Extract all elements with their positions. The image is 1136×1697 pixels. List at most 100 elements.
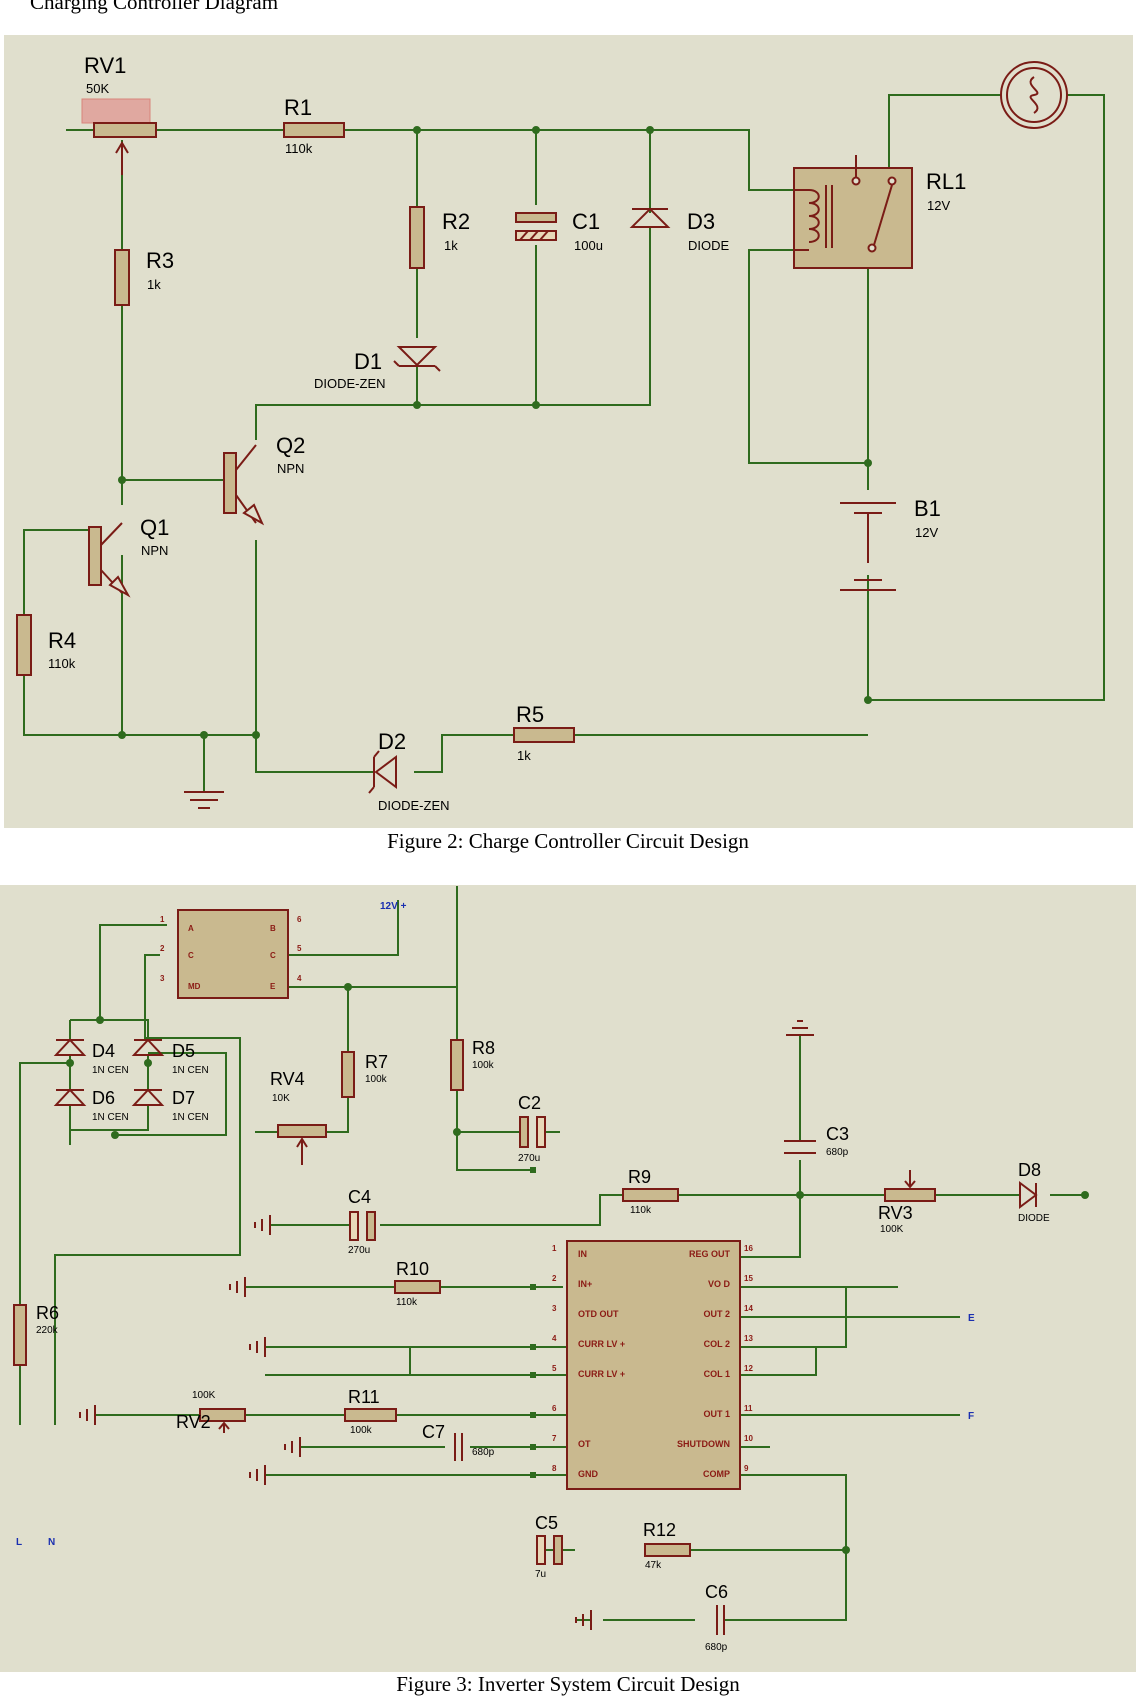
junctions xyxy=(66,983,1089,1554)
rl1-value: 12V xyxy=(927,198,950,213)
chip1-pin-b: B xyxy=(270,924,276,933)
chip1-pin-c1: C xyxy=(188,951,194,960)
c7-capacitor: C7 680p xyxy=(422,1422,495,1461)
c7-value: 680p xyxy=(472,1447,495,1458)
q2-transistor: Q2 NPN xyxy=(223,433,305,526)
inverter-schematic: A C MD B C E 1 2 3 6 5 4 12V + D4 1N CEN… xyxy=(0,885,1136,1672)
chip1-pin-num: 5 xyxy=(297,944,302,953)
r9-value: 110k xyxy=(630,1205,652,1216)
b1-value: 12V xyxy=(915,525,938,540)
r4-label: R4 xyxy=(48,628,76,653)
r5-resistor: R5 1k xyxy=(513,702,575,763)
c3-value: 680p xyxy=(826,1147,849,1158)
chip2-left-pin: GND xyxy=(578,1469,599,1479)
r6-value: 220k xyxy=(36,1325,59,1336)
d8-label: D8 xyxy=(1018,1160,1041,1180)
junctions xyxy=(118,126,872,739)
c5-value: 7u xyxy=(535,1569,546,1580)
r5-value: 1k xyxy=(517,748,531,763)
c6-value: 680p xyxy=(705,1642,728,1653)
r3-label: R3 xyxy=(146,248,174,273)
rv2-potentiometer: 100K RV2 xyxy=(176,1390,246,1433)
chip2-pin-num: 1 xyxy=(552,1244,557,1253)
rv4-label: RV4 xyxy=(270,1069,305,1089)
chip2-right-pin: COL 1 xyxy=(704,1369,730,1379)
c1-label: C1 xyxy=(572,209,600,234)
chip2-pin-num: 11 xyxy=(744,1404,753,1413)
c2-label: C2 xyxy=(518,1093,541,1113)
chip1-pin-num: 6 xyxy=(297,915,302,924)
d7-label: D7 xyxy=(172,1088,195,1108)
c2-capacitor: C2 270u xyxy=(518,1093,546,1164)
c7-label: C7 xyxy=(422,1422,445,1442)
terminal-l: L xyxy=(16,1537,22,1548)
rv3-label: RV3 xyxy=(878,1203,913,1223)
r2-resistor: R2 1k xyxy=(409,206,470,269)
chip2-right-pin: REG OUT xyxy=(689,1249,731,1259)
d2-zener-diode: D2 DIODE-ZEN xyxy=(368,729,450,813)
figure-2-caption: Figure 2: Charge Controller Circuit Desi… xyxy=(387,829,749,853)
chip1-pin-a: A xyxy=(188,924,194,933)
rv4-value: 10K xyxy=(272,1093,290,1104)
chip2-right-pin: COL 2 xyxy=(704,1339,730,1349)
r1-value: 110k xyxy=(285,141,313,156)
chip2-right-pin: SHUTDOWN xyxy=(677,1439,730,1449)
chip2-left-pin: OT xyxy=(578,1439,591,1449)
r11-value: 100k xyxy=(350,1425,373,1436)
chip2-pin-num: 15 xyxy=(744,1274,753,1283)
supply-label: 12V + xyxy=(380,901,407,912)
r2-value: 1k xyxy=(444,238,458,253)
b1-label: B1 xyxy=(914,496,941,521)
chip2-pin-num: 2 xyxy=(552,1274,557,1283)
rv1-value: 50K xyxy=(86,81,109,96)
r4-resistor: R4 110k xyxy=(16,614,76,676)
rv2-value: 100K xyxy=(192,1390,216,1401)
diode-bridge: D4 1N CEN D5 1N CEN D6 1N CEN D7 1N CEN xyxy=(53,1038,209,1123)
r5-label: R5 xyxy=(516,702,544,727)
d5-value: 1N CEN xyxy=(172,1065,209,1076)
wires xyxy=(19,886,1085,1621)
q1-label: Q1 xyxy=(140,515,169,540)
ground-symbol xyxy=(786,1020,814,1036)
r11-resistor: R11 100k xyxy=(344,1387,397,1436)
chip1-pin-md: MD xyxy=(188,982,201,991)
q1-value: NPN xyxy=(141,543,168,558)
q2-value: NPN xyxy=(277,461,304,476)
r10-value: 110k xyxy=(396,1297,418,1308)
chip1-pin-num: 2 xyxy=(160,944,165,953)
d3-value: DIODE xyxy=(688,238,730,253)
d2-label: D2 xyxy=(378,729,406,754)
r1-label: R1 xyxy=(284,95,312,120)
r1-resistor: R1 110k xyxy=(283,95,345,156)
d4-value: 1N CEN xyxy=(92,1065,129,1076)
d5-label: D5 xyxy=(172,1041,195,1061)
rv3-potentiometer: RV3 100K xyxy=(878,1170,936,1235)
chip2-pin-num: 13 xyxy=(744,1334,753,1343)
chip2-pin-num: 16 xyxy=(744,1244,753,1253)
charge-controller-svg: RV1 50K R1 110k R2 1k C1 100u D3 DIODE D… xyxy=(16,53,1105,813)
chip2-pin-num: 10 xyxy=(744,1434,753,1443)
chip1-pin-num: 4 xyxy=(297,974,302,983)
ground-stubs xyxy=(79,1215,592,1630)
r11-label: R11 xyxy=(348,1387,380,1407)
c5-capacitor: C5 7u xyxy=(535,1513,563,1580)
chip2-pin-num: 9 xyxy=(744,1464,749,1473)
rl1-relay: RL1 12V xyxy=(793,155,966,269)
c4-label: C4 xyxy=(348,1187,371,1207)
r10-label: R10 xyxy=(396,1259,429,1279)
chip2-pin-num: 8 xyxy=(552,1464,557,1473)
d2-value: DIODE-ZEN xyxy=(378,798,450,813)
charge-controller-schematic: RV1 50K R1 110k R2 1k C1 100u D3 DIODE D… xyxy=(4,35,1133,828)
r8-resistor: R8 100k xyxy=(450,1038,495,1091)
chip2-pin-num: 3 xyxy=(552,1304,557,1313)
chip2-right-pin: OUT 2 xyxy=(703,1309,730,1319)
r8-value: 100k xyxy=(472,1060,495,1071)
c6-label: C6 xyxy=(705,1582,728,1602)
c4-value: 270u xyxy=(348,1245,370,1256)
rv3-value: 100K xyxy=(880,1224,904,1235)
r2-label: R2 xyxy=(442,209,470,234)
c2-value: 270u xyxy=(518,1153,540,1164)
d6-value: 1N CEN xyxy=(92,1112,129,1123)
chip2-right-pin: COMP xyxy=(703,1469,730,1479)
r6-resistor: R6 220k xyxy=(13,1303,59,1366)
